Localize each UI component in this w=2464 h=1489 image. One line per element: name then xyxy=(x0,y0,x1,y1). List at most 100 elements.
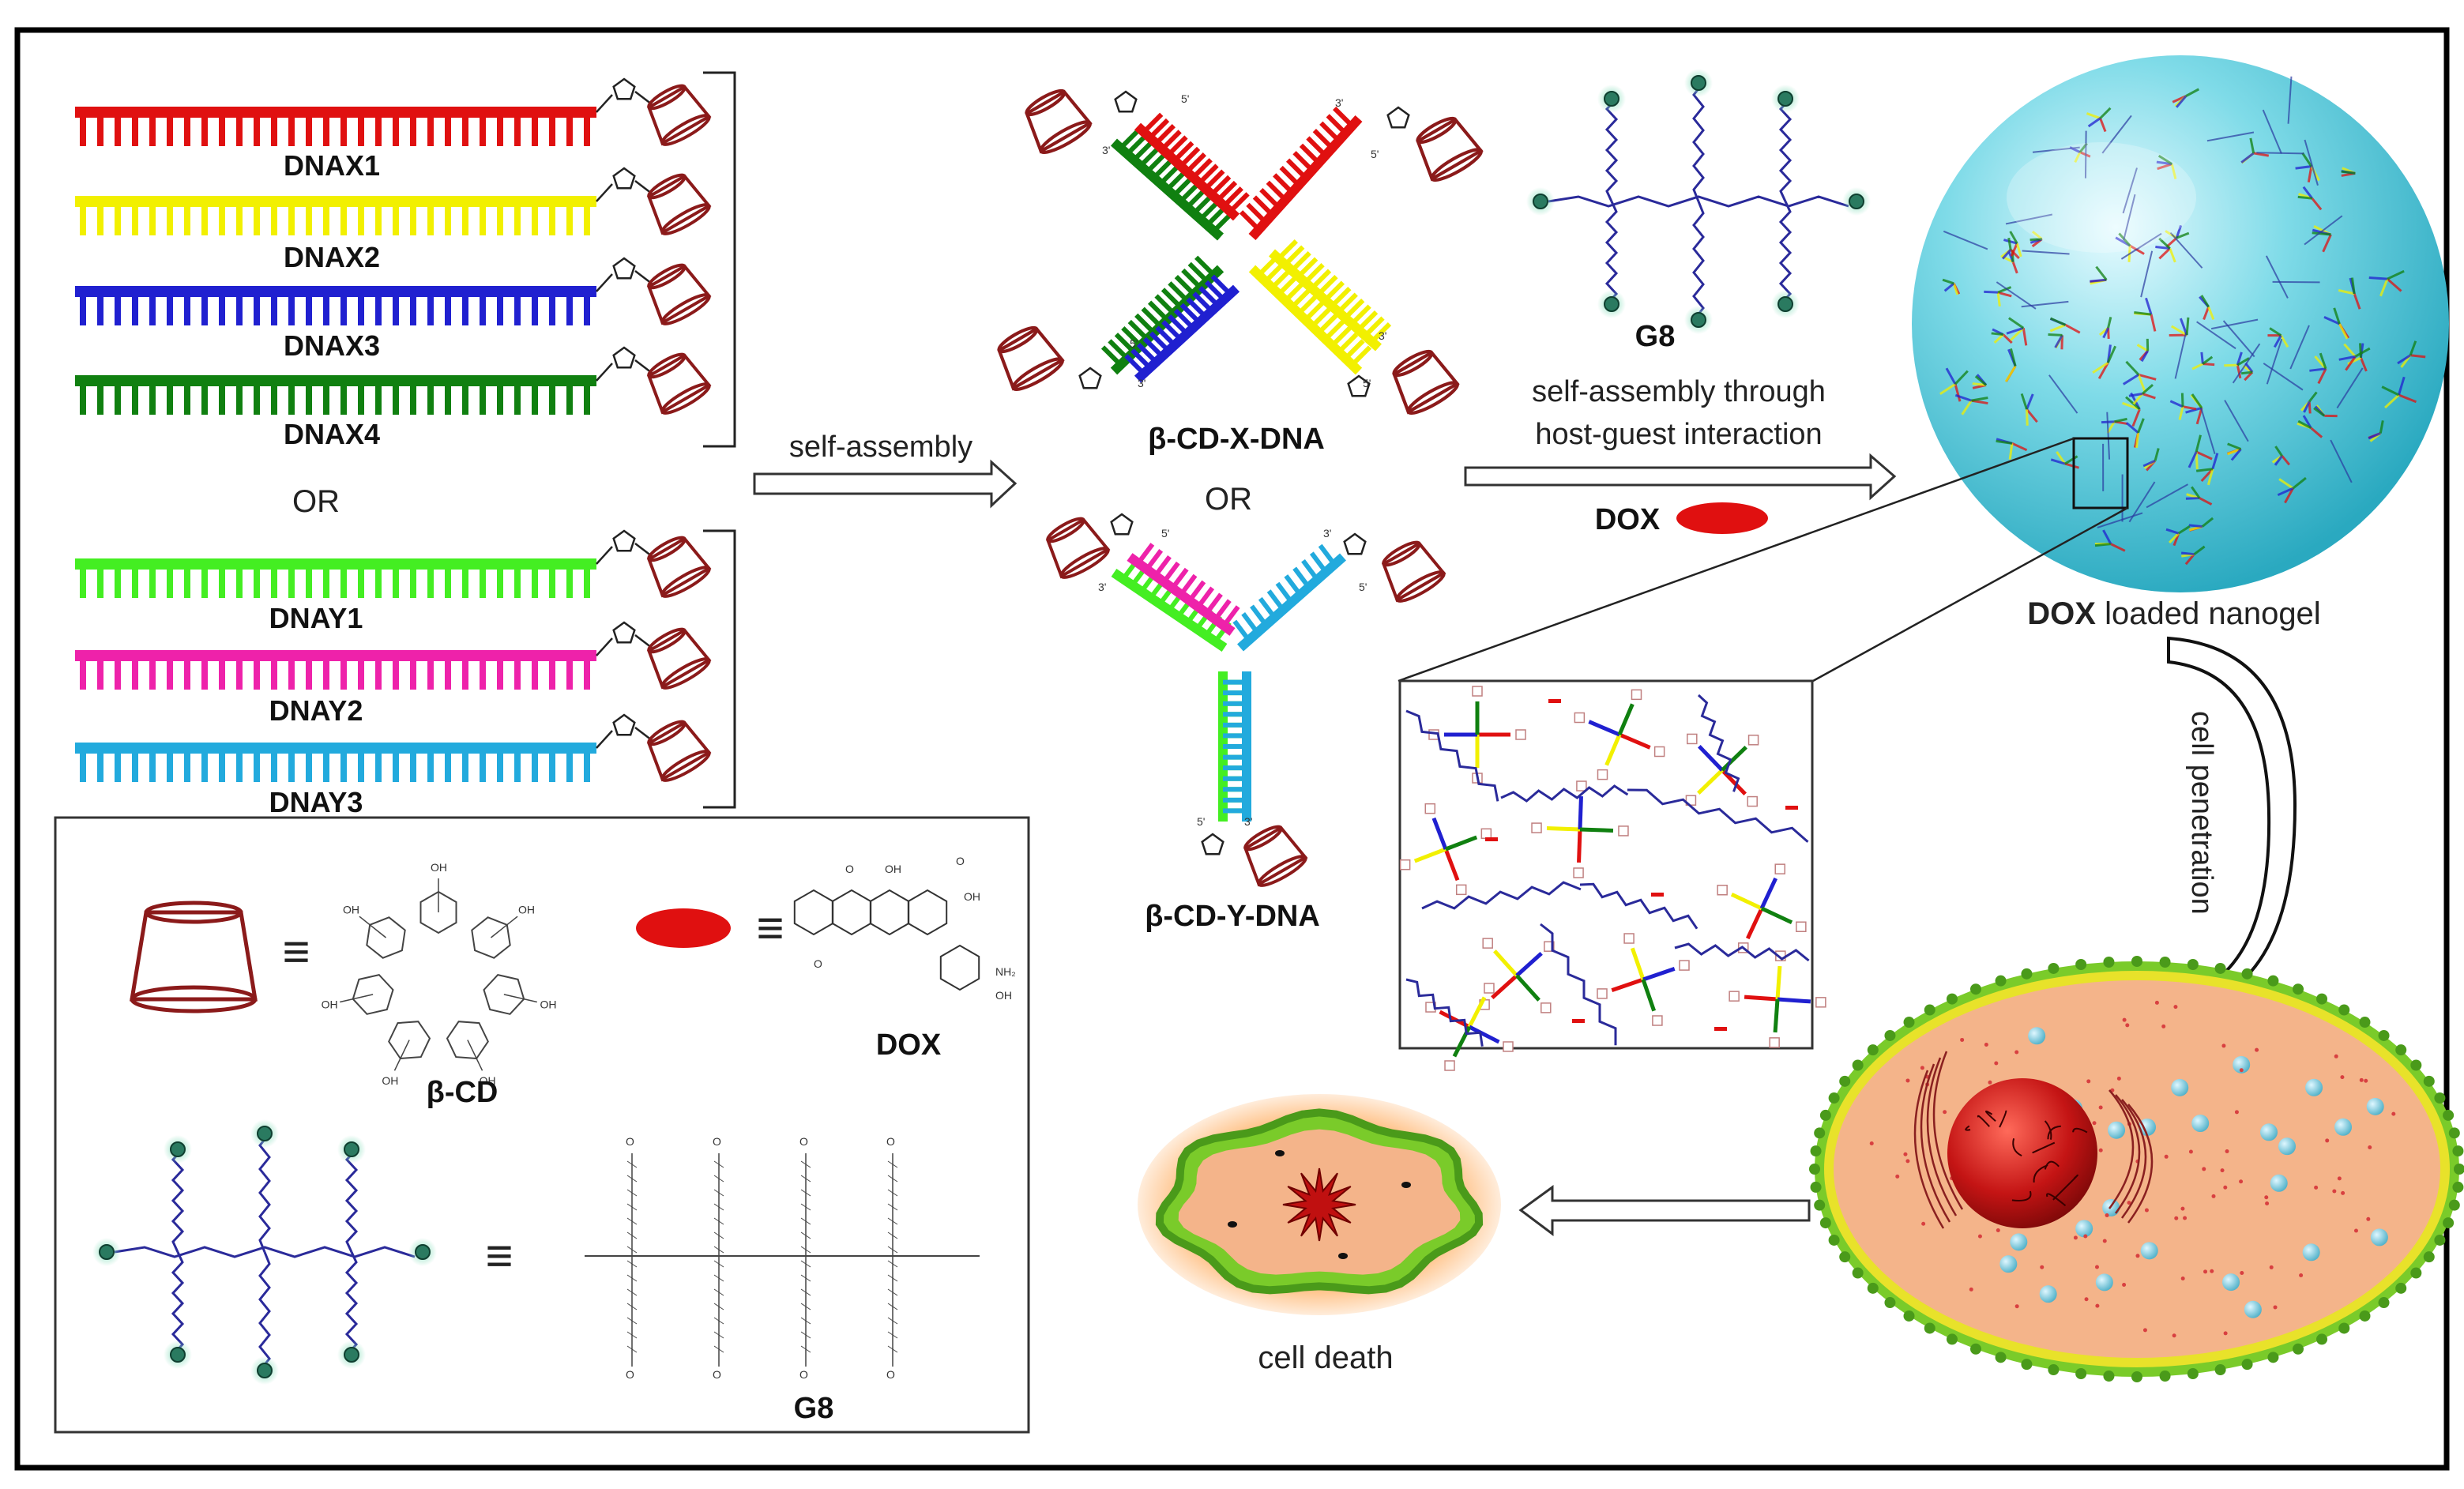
x-arm-tooth xyxy=(1161,288,1183,309)
g8-repeat xyxy=(626,1260,638,1268)
x-arm-tooth xyxy=(1303,262,1325,284)
dox-atom-label: O xyxy=(845,863,854,875)
membrane-bead xyxy=(2359,1017,2371,1028)
nanogel-vesicle xyxy=(2140,1242,2158,1260)
strand-tooth xyxy=(271,660,277,690)
g8-repeat xyxy=(713,1274,724,1282)
inset-cd-mark xyxy=(1573,867,1584,878)
x-arm-tooth xyxy=(1292,151,1315,172)
strand-cd-caps xyxy=(596,77,712,782)
inset-cd-mark xyxy=(1747,735,1759,746)
membrane-bead xyxy=(2214,1364,2226,1376)
y-arm-tooth xyxy=(1232,619,1251,642)
dox-dot xyxy=(2095,1303,2100,1308)
membrane-bead xyxy=(2448,1127,2460,1139)
g8-repeat xyxy=(887,1189,898,1197)
y-arm-tooth xyxy=(1266,589,1285,611)
gel-xdna-mark xyxy=(2354,347,2371,358)
g8-repeat xyxy=(626,1189,638,1197)
strand-tooth xyxy=(514,568,521,598)
gel-xdna-mark xyxy=(2131,408,2141,427)
x-arm-tooth xyxy=(1279,165,1301,187)
adamantane-end xyxy=(1691,75,1706,91)
strand-tooth xyxy=(306,752,312,782)
glucose-ring xyxy=(419,890,457,934)
dox-dot xyxy=(2014,1050,2019,1055)
strand-tooth xyxy=(201,295,208,325)
x-arm-tooth xyxy=(1337,333,1359,354)
dox-dot xyxy=(2211,1194,2216,1198)
gel-xdna-mark xyxy=(2030,238,2042,242)
strand-tooth xyxy=(514,116,521,146)
gel-xdna-mark xyxy=(2140,350,2149,363)
cd-cup-top xyxy=(1382,540,1421,567)
gel-xdna-mark xyxy=(2338,289,2355,295)
gel-xdna-mark xyxy=(2269,327,2282,337)
gel-xdna-mark xyxy=(2135,432,2140,449)
x-arm-tooth xyxy=(1181,268,1202,290)
strand-tooth xyxy=(375,385,382,415)
dox-dot xyxy=(2340,1075,2345,1080)
dnay-strand-group: DNAY1 DNAY2 DNAY3 xyxy=(75,529,736,818)
cd-cup-bottom xyxy=(1406,381,1459,415)
gel-xdna-mark xyxy=(1997,291,2012,298)
strand-tooth xyxy=(149,660,156,690)
inset-cd-mark xyxy=(1576,780,1587,792)
gel-xdna-mark xyxy=(1974,375,1988,386)
gel-xdna-mark xyxy=(2398,393,2417,404)
g8-end-label: O xyxy=(626,1368,634,1381)
membrane-bead xyxy=(1903,1017,1915,1028)
g8-repeat xyxy=(887,1345,898,1353)
x-arm-tooth xyxy=(1198,199,1221,221)
x-end-label: 5' xyxy=(1371,148,1379,160)
strand-tooth xyxy=(375,295,382,325)
g8-end-label: O xyxy=(886,1135,895,1148)
gel-xdna-mark xyxy=(1984,290,1999,294)
label-dnax2: DNAX2 xyxy=(284,241,380,273)
gel-xdna-mark xyxy=(2049,323,2067,333)
membrane-bead xyxy=(1814,1199,1826,1211)
gel-xdna-mark xyxy=(2185,88,2200,97)
gel-xdna-mark xyxy=(2185,497,2200,500)
gel-xdna-mark xyxy=(2310,427,2323,438)
gel-xdna-mark xyxy=(2180,393,2184,407)
gel-xdna-mark xyxy=(2122,374,2139,385)
inset-xdna-arm xyxy=(1604,734,1622,766)
gel-xdna-mark xyxy=(2345,355,2357,371)
x-arm-tooth xyxy=(1124,354,1145,375)
gel-xdna-mark xyxy=(2323,316,2340,325)
strand-tooth xyxy=(549,295,555,325)
gel-xdna-mark xyxy=(2297,419,2312,430)
strand-tooth xyxy=(271,568,277,598)
strand-tooth xyxy=(480,116,486,146)
gel-xdna-mark xyxy=(2201,517,2214,528)
dox-dot xyxy=(2264,1195,2269,1200)
strand-tooth xyxy=(427,295,434,325)
label-dnay2: DNAY2 xyxy=(269,694,363,727)
g8-repeat xyxy=(713,1217,724,1225)
nanogel-vesicle xyxy=(2305,1078,2323,1096)
triazole-ring xyxy=(612,167,636,190)
x-arm-tooth xyxy=(1204,280,1226,302)
g8-polymer-legend xyxy=(92,1119,437,1385)
gel-polymer-mark xyxy=(2101,115,2132,154)
g8-repeat xyxy=(626,1288,638,1296)
adamantane-end xyxy=(1604,91,1619,107)
cd-cup-body xyxy=(647,264,712,325)
strand-tooth xyxy=(219,660,225,690)
x-arm-tooth xyxy=(1246,202,1267,224)
g8-repeat xyxy=(713,1175,724,1183)
strand-tooth xyxy=(167,660,173,690)
strand-tooth xyxy=(410,116,416,146)
dox-dot xyxy=(2240,1271,2244,1276)
x-end-label: 3' xyxy=(1102,144,1110,156)
gel-xdna-mark xyxy=(2319,352,2327,370)
strand-tooth xyxy=(393,752,399,782)
y-arm-tooth xyxy=(1258,596,1277,619)
x-arm-tooth xyxy=(1167,314,1189,336)
gel-xdna-mark xyxy=(2249,137,2255,154)
strand-dnax3 xyxy=(75,286,596,325)
gel-xdna-mark xyxy=(2358,343,2362,358)
x-arm-tooth xyxy=(1209,175,1232,197)
membrane-bead xyxy=(2434,1092,2446,1104)
